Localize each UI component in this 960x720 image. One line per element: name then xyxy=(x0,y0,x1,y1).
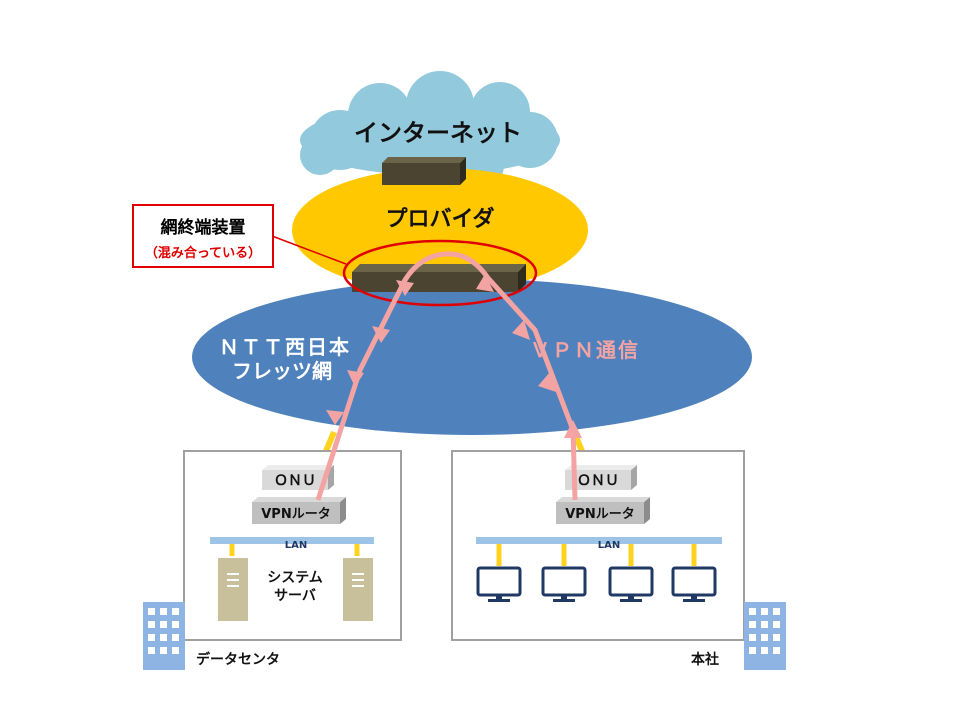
hq-onu-label: ＯＮＵ xyxy=(577,473,619,489)
hq-lan-bar xyxy=(476,537,722,544)
vpn-path-line xyxy=(315,251,578,501)
headquarters-building-icon xyxy=(744,602,786,670)
provider-label: プロバイダ xyxy=(385,206,494,232)
internet-label: インターネット xyxy=(354,119,522,147)
datacenter-label: データセンタ xyxy=(196,651,280,668)
pc-monitor-icon xyxy=(541,566,587,602)
headquarters-label: 本社 xyxy=(691,651,719,668)
server-label-line2: サーバ xyxy=(274,588,316,604)
hq-onu xyxy=(565,465,637,490)
hq-router-label: VPNルータ xyxy=(565,507,634,522)
hq-vpn-router xyxy=(556,497,650,524)
pc-monitor-icon xyxy=(476,566,522,602)
callout-subtitle: （混み合っている） xyxy=(144,246,262,261)
provider-area xyxy=(292,168,588,292)
flets-label-line2: フレッツ網 xyxy=(232,359,332,383)
dc-router-label: VPNルータ xyxy=(261,507,330,522)
dc-vpn-router xyxy=(252,497,346,524)
pc-monitor-icon xyxy=(671,566,717,602)
server-1 xyxy=(218,558,248,621)
datacenter-building-icon xyxy=(143,602,185,670)
congestion-highlight-ring xyxy=(342,239,538,307)
callout-leader-line xyxy=(271,235,347,265)
pc-monitor-icon xyxy=(608,566,654,602)
dc-onu xyxy=(262,465,334,490)
vpn-direction-arrows xyxy=(326,274,582,438)
flets-network-area xyxy=(192,279,752,435)
dc-lan-bar xyxy=(210,537,374,544)
dc-onu-label: ＯＮＵ xyxy=(274,473,316,489)
dc-lan-label: LAN xyxy=(285,540,307,551)
provider-router-device xyxy=(382,157,466,185)
server-2 xyxy=(343,558,373,621)
server-label-line1: システム xyxy=(267,570,323,586)
termination-device-callout: 網終端装置 （混み合っている） xyxy=(132,204,274,268)
internet-cloud xyxy=(300,71,560,191)
hq-lan-label: LAN xyxy=(598,540,620,551)
flets-label-line1: ＮＴＴ西日本 xyxy=(219,335,351,359)
callout-title: 網終端装置 xyxy=(160,218,246,238)
